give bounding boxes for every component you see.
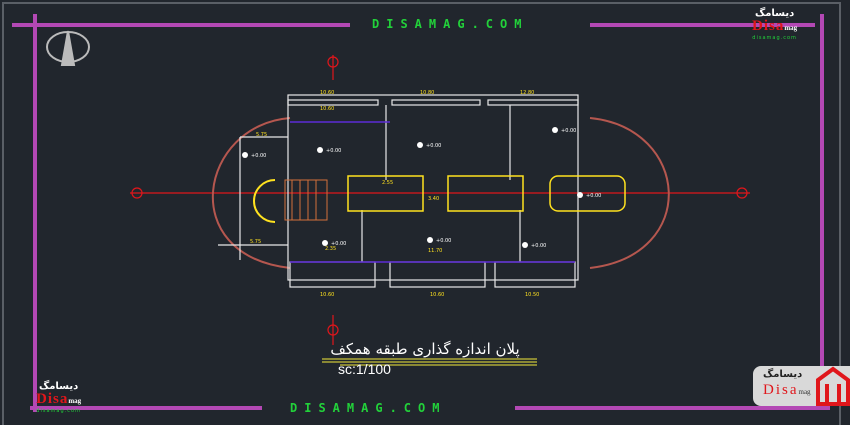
level-marks: +0.00 +0.00 +0.00 +0.00 +0.00 +0.00 +0.0…: [242, 127, 601, 249]
disamag-logo-bottom: دیسامگ Disamag disamag.com: [36, 381, 82, 415]
svg-text:+0.00: +0.00: [561, 128, 576, 134]
partitions: [290, 121, 575, 263]
walls: [218, 94, 579, 288]
svg-text:+0.00: +0.00: [251, 153, 266, 159]
watermark-bottom: DISAMAG.COM: [290, 401, 447, 415]
svg-text:+0.00: +0.00: [326, 148, 341, 154]
curved-wall-west: [211, 117, 291, 269]
dimension-label: 5.75: [256, 132, 267, 138]
dimension-label: 10.60: [320, 106, 334, 112]
curved-wall-east: [589, 117, 670, 269]
drawing-scale: sc:1/100: [338, 361, 391, 377]
svg-text:+0.00: +0.00: [436, 238, 451, 244]
dimension-label: 5.75: [250, 239, 261, 245]
svg-text:+0.00: +0.00: [586, 193, 601, 199]
disamag-logo-top: دیسامگ Disamag disamag.com: [752, 8, 798, 42]
dimension-label: 12.80: [520, 90, 534, 96]
axis-lines: [130, 55, 750, 345]
title-underline: [322, 358, 537, 366]
drawing-title: پلان اندازه گذاری طبقه همکف: [330, 340, 520, 358]
dimension-label: 2.55: [382, 180, 393, 186]
drawing-frame: [12, 14, 830, 412]
dimension-label: 10.50: [525, 292, 539, 298]
svg-text:+0.00: +0.00: [531, 243, 546, 249]
svg-text:+0.00: +0.00: [331, 241, 346, 247]
dimension-label: 10.60: [320, 292, 334, 298]
watermark-top: DISAMAG.COM: [372, 17, 529, 31]
dimension-label: 10.60: [320, 90, 334, 96]
dimension-label: 11.70: [428, 248, 442, 254]
dimension-label: 10.60: [430, 292, 444, 298]
disa-logo-icon: [816, 366, 850, 406]
disamag-badge: دیسامگ Disamag: [753, 366, 850, 406]
north-arrow-icon: [46, 30, 90, 66]
dimension-label: 2.35: [325, 246, 336, 252]
svg-text:+0.00: +0.00: [426, 143, 441, 149]
dimension-label: 3.40: [428, 196, 439, 202]
central-corridor: [253, 175, 626, 223]
staircase: [284, 179, 328, 221]
dimension-label: 10.80: [420, 90, 434, 96]
